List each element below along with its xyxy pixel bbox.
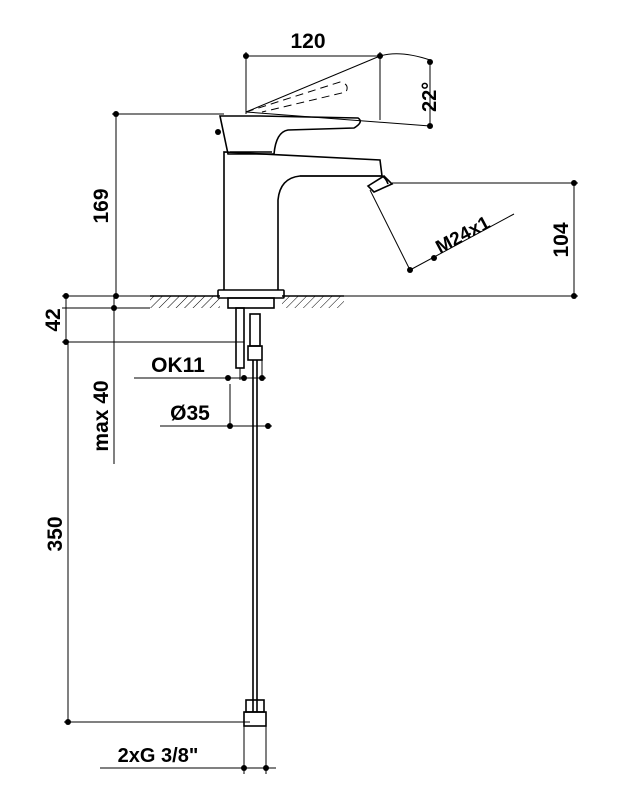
max-thickness-label: max 40 <box>90 380 113 451</box>
lever-angle-label: 22° <box>419 82 441 112</box>
dimension-body-height: 169 <box>90 111 224 299</box>
countertop <box>150 295 344 308</box>
aerator-thread-leader: M24x1 <box>369 189 515 273</box>
lever-angle-arc <box>245 53 433 129</box>
supply-hose <box>243 360 267 727</box>
dimension-hose-length: 350 <box>44 342 250 725</box>
lever-raised-outline <box>245 81 348 113</box>
dimension-spout-reach: 120 <box>243 30 383 120</box>
spout-reach-label: 120 <box>290 30 325 53</box>
aerator-thread-label: M24x1 <box>432 212 494 258</box>
dimension-hole-diameter: Ø35 <box>160 384 272 429</box>
wrench-size-label: OK11 <box>151 354 205 377</box>
dimension-max-thickness: max 40 <box>90 296 117 464</box>
spout-height-label: 104 <box>550 222 573 257</box>
dimension-hose-connection: 2xG 3/8" <box>100 726 276 774</box>
hose-length-label: 350 <box>44 516 67 551</box>
mounting-shank <box>227 297 275 380</box>
body-height-label: 169 <box>90 188 113 223</box>
hole-diameter-label: Ø35 <box>170 402 210 425</box>
dimension-spout-height: 104 <box>344 180 578 299</box>
dimension-wrench-size: OK11 <box>134 354 266 381</box>
deck-thickness-label: 42 <box>42 308 65 331</box>
dimension-deck-thickness: 42 <box>42 293 244 345</box>
faucet-body <box>215 115 394 299</box>
hose-connection-label: 2xG 3/8" <box>118 745 199 767</box>
